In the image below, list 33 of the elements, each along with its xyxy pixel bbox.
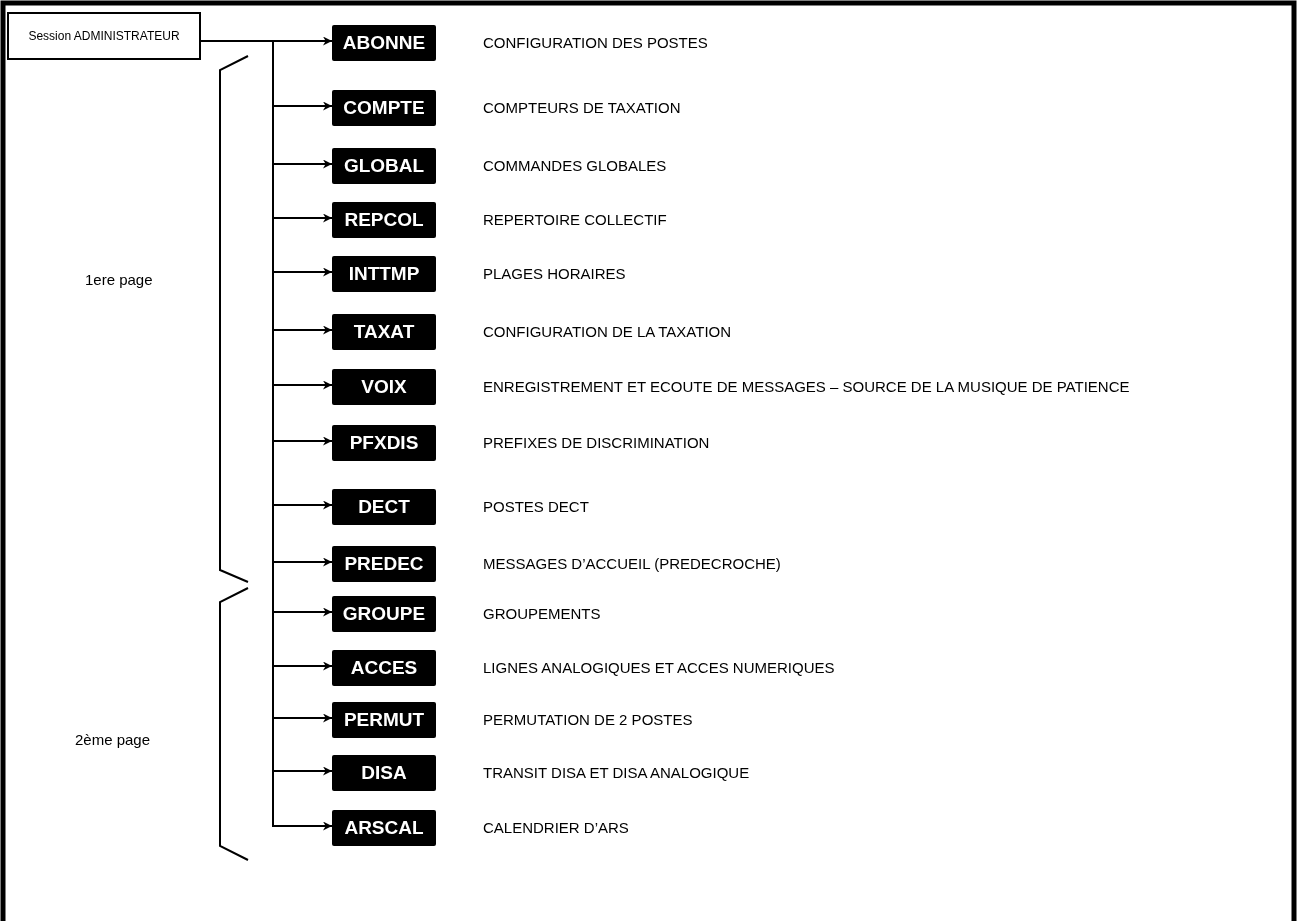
description-text: PLAGES HORAIRES (483, 264, 627, 284)
description-text: GROUPEMENTS (483, 604, 602, 624)
page-label: 1ere page (85, 271, 153, 288)
menu-box: REPCOL (332, 202, 436, 238)
menu-box: COMPTE (332, 90, 436, 126)
description-text: CONFIGURATION DE LA TAXATION (483, 322, 733, 342)
description-text: TRANSIT DISA ET DISA ANALOGIQUE (483, 763, 751, 783)
description-text: COMMANDES GLOBALES (483, 156, 668, 176)
description-text: MESSAGES D’ACCUEIL (PREDECROCHE) (483, 554, 782, 574)
description-text: COMPTEURS DE TAXATION (483, 98, 682, 118)
menu-box: PFXDIS (332, 425, 436, 461)
menu-box: DECT (332, 489, 436, 525)
menu-box: ACCES (332, 650, 436, 686)
menu-box: TAXAT (332, 314, 436, 350)
menu-box: INTTMP (332, 256, 436, 292)
session-box: Session ADMINISTRATEUR (7, 12, 201, 60)
description-text: POSTES DECT (483, 497, 590, 517)
description-text: PERMUTATION DE 2 POSTES (483, 710, 694, 730)
description-text: CONFIGURATION DES POSTES (483, 33, 709, 53)
menu-box: PREDEC (332, 546, 436, 582)
menu-box: ARSCAL (332, 810, 436, 846)
page-label: 2ème page (75, 731, 151, 748)
description-text: REPERTOIRE COLLECTIF (483, 210, 668, 230)
description-text: PREFIXES DE DISCRIMINATION (483, 433, 711, 453)
description-text: ENREGISTREMENT ET ECOUTE DE MESSAGES – SOURCE DE LA MUSIQUE DE PATIENCE (483, 377, 1131, 397)
menu-box: VOIX (332, 369, 436, 405)
menu-box: PERMUT (332, 702, 436, 738)
menu-box: GROUPE (332, 596, 436, 632)
description-text: CALENDRIER D’ARS (483, 818, 630, 838)
description-text: LIGNES ANALOGIQUES ET ACCES NUMERIQUES (483, 658, 836, 678)
menu-box: GLOBAL (332, 148, 436, 184)
menu-box: ABONNE (332, 25, 436, 61)
menu-box: DISA (332, 755, 436, 791)
